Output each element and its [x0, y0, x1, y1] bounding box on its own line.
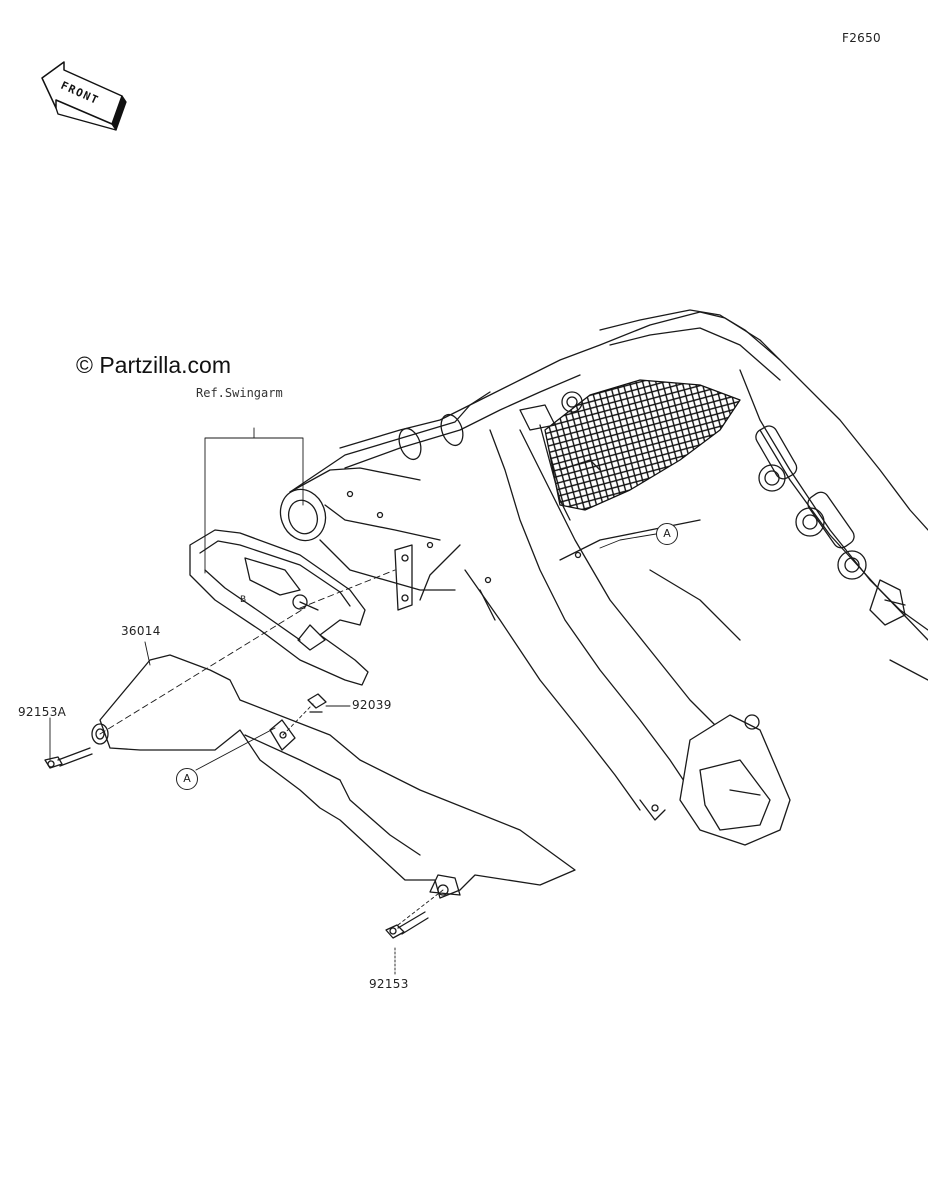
swingarm-outline	[279, 309, 928, 846]
chain-cover-part	[91, 654, 576, 899]
collar-92039	[307, 693, 327, 713]
callout-92153: 92153	[369, 977, 409, 991]
callout-36014: 36014	[121, 624, 161, 638]
front-arrow-icon	[41, 61, 127, 131]
ref-swingarm-label: Ref.Swingarm	[196, 386, 283, 400]
watermark: © Partzilla.com	[76, 352, 231, 378]
front-arrow-label: FRONT	[59, 79, 101, 107]
chain-guide-part: B	[189, 529, 369, 686]
callout-92039: 92039	[352, 698, 392, 712]
leader-lines	[49, 427, 657, 976]
bolt-92153	[385, 911, 429, 939]
callout-92153a: 92153A	[18, 705, 67, 719]
figure-code: F2650	[842, 31, 881, 45]
bolt-92153a	[44, 747, 93, 769]
ref-marker-a-right: A	[656, 523, 678, 545]
svg-text:B: B	[240, 595, 246, 605]
ref-marker-a-left: A	[176, 768, 198, 790]
front-arrow-text: FRONT	[59, 79, 101, 107]
